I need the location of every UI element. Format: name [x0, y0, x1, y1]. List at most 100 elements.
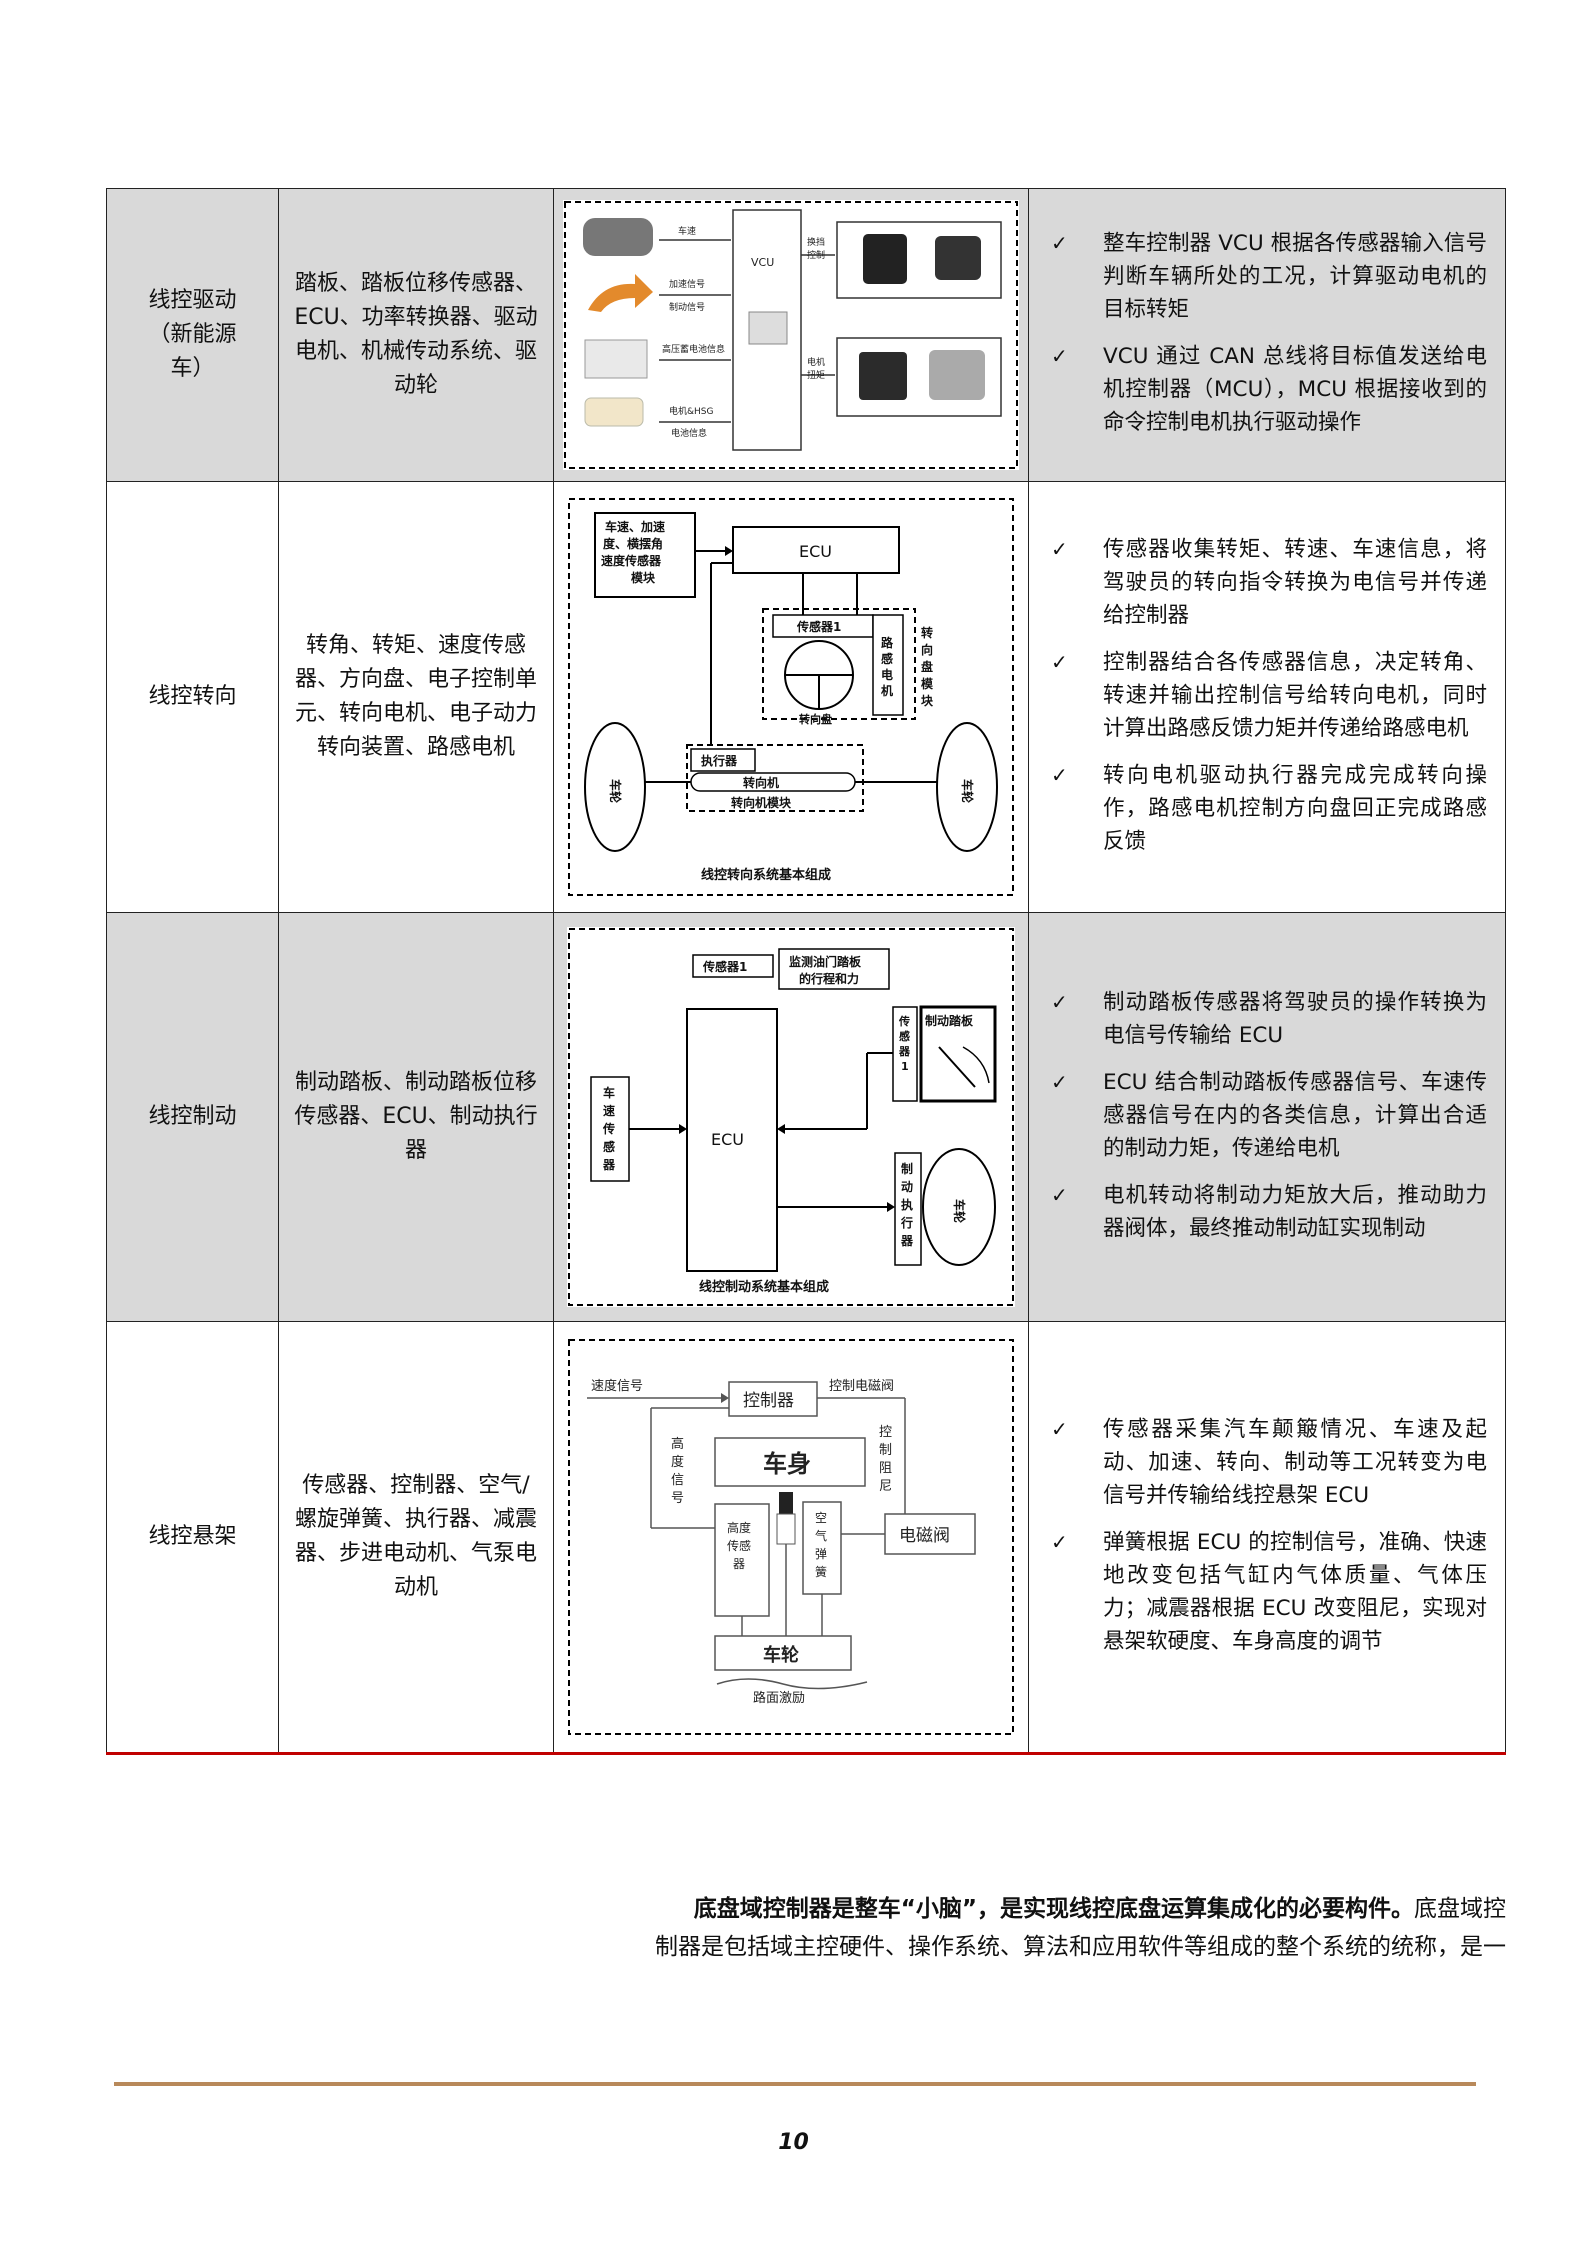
list-item: ✓VCU 通过 CAN 总线将目标值发送给电机控制器（MCU），MCU 根据接收…	[1049, 340, 1487, 439]
notes-list: ✓传感器收集转矩、转速、车速信息，将驾驶员的转向指令转换为电信号并传递给控制器 …	[1049, 533, 1487, 858]
svg-text:传感器1: 传感器1	[796, 619, 841, 634]
row-name: 线控悬架	[106, 1321, 279, 1755]
svg-text:速度信号: 速度信号	[591, 1378, 643, 1394]
svg-text:阻: 阻	[879, 1461, 892, 1476]
notes-cell: ✓制动踏板传感器将驾驶员的操作转换为电信号传输给 ECU ✓ECU 结合制动踏板…	[1028, 912, 1506, 1322]
ecu-box	[732, 526, 900, 574]
svg-text:电磁阀: 电磁阀	[899, 1526, 950, 1546]
svg-text:电机: 电机	[807, 356, 825, 368]
list-item: ✓传感器收集转矩、转速、车速信息，将驾驶员的转向指令转换为电信号并传递给控制器	[1049, 533, 1487, 632]
svg-text:感: 感	[899, 1029, 910, 1043]
wheel-icon	[922, 1148, 996, 1266]
svg-text:换挡: 换挡	[807, 236, 825, 248]
svg-text:控制: 控制	[807, 249, 825, 261]
svg-text:制动踏板: 制动踏板	[925, 1013, 974, 1028]
list-item: ✓弹簧根据 ECU 的控制信号，准确、快速地改变包括气缸内气体质量、气体压力；减…	[1049, 1526, 1487, 1658]
table-row-steering: 线控转向 转角、转矩、速度传感器、方向盘、电子控制单元、转向电机、电子动力转向装…	[106, 481, 1506, 913]
svg-text:传感: 传感	[727, 1538, 751, 1553]
in-label-brake: 制动信号	[669, 301, 705, 313]
svg-text:制: 制	[879, 1443, 892, 1458]
body-paragraph-line1: 底盘域控制器是整车“小脑”，是实现线控底盘运算集成化的必要构件。底盘域控	[106, 1890, 1506, 1928]
diagram-cell: 速度信号 控制器 控制电磁阀 控 制 阻 尼 高 度	[553, 1321, 1029, 1755]
svg-text:感: 感	[603, 1139, 615, 1154]
check-icon: ✓	[1051, 344, 1068, 368]
svg-text:感: 感	[881, 651, 893, 666]
in-label-speed: 车速	[678, 225, 696, 237]
svg-text:弹: 弹	[815, 1547, 827, 1561]
notes-list: ✓制动踏板传感器将驾驶员的操作转换为电信号传输给 ECU ✓ECU 结合制动踏板…	[1049, 986, 1487, 1245]
row-name-cell: 线控驱动 （新能源 车）	[106, 188, 279, 482]
svg-text:转: 转	[921, 625, 933, 640]
svg-text:高度: 高度	[727, 1520, 751, 1535]
check-icon: ✓	[1051, 989, 1068, 1014]
diagram-cell: 传感器1 监测油门踏板 的行程和力 ECU 车 速 传 感 器 传	[553, 912, 1029, 1322]
table-row-brake: 线控制动 制动踏板、制动踏板位移传感器、ECU、制动执行器 传感器1 监测油门踏…	[106, 912, 1506, 1322]
check-icon: ✓	[1051, 536, 1068, 561]
svg-text:向: 向	[921, 642, 933, 657]
body-paragraph-line2: 制器是包括域主控硬件、操作系统、算法和应用软件等组成的整个系统的统称，是一	[655, 1934, 1506, 1960]
components-cell: 转角、转矩、速度传感器、方向盘、电子控制单元、转向电机、电子动力转向装置、路感电…	[278, 481, 554, 913]
svg-text:器: 器	[733, 1557, 745, 1571]
notes-list: ✓传感器采集汽车颠簸情况、车速及起动、加速、转向、制动等工况转变为电信号并传输给…	[1049, 1413, 1487, 1658]
svg-text:车速、加速: 车速、加速	[605, 519, 665, 534]
vcu-label: VCU	[751, 256, 774, 269]
svg-text:动: 动	[901, 1180, 913, 1194]
svg-text:转向机模块: 转向机模块	[731, 795, 792, 810]
check-icon: ✓	[1051, 231, 1068, 255]
list-item: ✓电机转动将制动力矩放大后，推动助力器阀体，最终推动制动缸实现制动	[1049, 1179, 1487, 1245]
svg-text:1: 1	[901, 1060, 909, 1073]
battery-image	[584, 339, 648, 379]
footer-rule	[114, 2082, 1476, 2086]
svg-text:线控制动系统基本组成: 线控制动系统基本组成	[699, 1279, 829, 1295]
svg-text:机: 机	[881, 683, 893, 698]
svg-text:号: 号	[671, 1491, 684, 1506]
in-label-accel: 加速信号	[669, 278, 705, 290]
notes-cell: ✓传感器采集汽车颠簸情况、车速及起动、加速、转向、制动等工况转变为电信号并传输给…	[1028, 1321, 1506, 1755]
svg-text:ECU: ECU	[711, 1130, 744, 1149]
components-cell: 传感器、控制器、空气/螺旋弹簧、执行器、减震器、步进电动机、气泵电动机	[278, 1321, 554, 1755]
svg-text:度: 度	[671, 1454, 684, 1470]
check-icon: ✓	[1051, 1069, 1068, 1094]
svg-text:簧: 簧	[815, 1564, 827, 1579]
notes-cell: ✓整车控制器 VCU 根据各传感器输入信号判断车辆所处的工况，计算驱动电机的目标…	[1028, 188, 1506, 482]
svg-text:块: 块	[921, 693, 934, 708]
svg-text:扭矩: 扭矩	[807, 369, 825, 381]
paragraph-tail: 底盘域控	[1414, 1896, 1506, 1922]
check-icon: ✓	[1051, 1182, 1068, 1207]
check-icon: ✓	[1051, 1416, 1068, 1441]
list-item: ✓整车控制器 VCU 根据各传感器输入信号判断车辆所处的工况，计算驱动电机的目标…	[1049, 227, 1487, 326]
svg-text:控制器: 控制器	[743, 1391, 794, 1411]
steering-diagram: 车速、加速 度、横摆角 速度传感器 模块 ECU 传感器1 路 感 电 机	[567, 497, 1015, 897]
page-number: 10	[778, 2130, 809, 2155]
svg-text:电: 电	[881, 667, 893, 682]
svg-text:制: 制	[901, 1161, 913, 1176]
svg-text:尼: 尼	[879, 1479, 892, 1494]
svg-text:执: 执	[901, 1197, 913, 1212]
svg-text:车身: 车身	[763, 1450, 811, 1478]
svg-text:车轮: 车轮	[960, 779, 975, 804]
svg-text:模: 模	[921, 676, 934, 691]
row-name: 线控转向	[106, 481, 279, 913]
row-name: 线控制动	[106, 912, 279, 1322]
diagram-cell: 车速、加速 度、横摆角 速度传感器 模块 ECU 传感器1 路 感 电 机	[553, 481, 1029, 913]
list-item: ✓转向电机驱动执行器完成完成转向操作，路感电机控制方向盘回正完成路感反馈	[1049, 759, 1487, 858]
svg-text:控: 控	[879, 1425, 892, 1440]
components-cell: 制动踏板、制动踏板位移传感器、ECU、制动执行器	[278, 912, 554, 1322]
svg-text:行: 行	[900, 1215, 913, 1230]
svg-text:车轮: 车轮	[608, 779, 623, 804]
svg-text:器: 器	[602, 1158, 616, 1172]
svg-text:速: 速	[603, 1103, 615, 1118]
list-item: ✓控制器结合各传感器信息，决定转角、转速并输出控制信号给转向电机，同时计算出路感…	[1049, 646, 1487, 745]
svg-text:气: 气	[815, 1528, 827, 1543]
svg-text:控制电磁阀: 控制电磁阀	[829, 1379, 894, 1394]
wheel-box	[714, 1635, 852, 1671]
svg-text:车轮: 车轮	[952, 1199, 967, 1224]
svg-text:空: 空	[815, 1511, 827, 1525]
svg-text:执行器: 执行器	[701, 753, 738, 768]
svg-text:转向盘: 转向盘	[799, 712, 832, 726]
controller-box	[728, 1381, 818, 1417]
svg-text:信: 信	[671, 1473, 684, 1488]
lead-sentence: 底盘域控制器是整车“小脑”，是实现线控底盘运算集成化的必要构件。	[693, 1896, 1414, 1922]
car-body-box	[714, 1437, 866, 1487]
check-icon: ✓	[1051, 762, 1068, 787]
